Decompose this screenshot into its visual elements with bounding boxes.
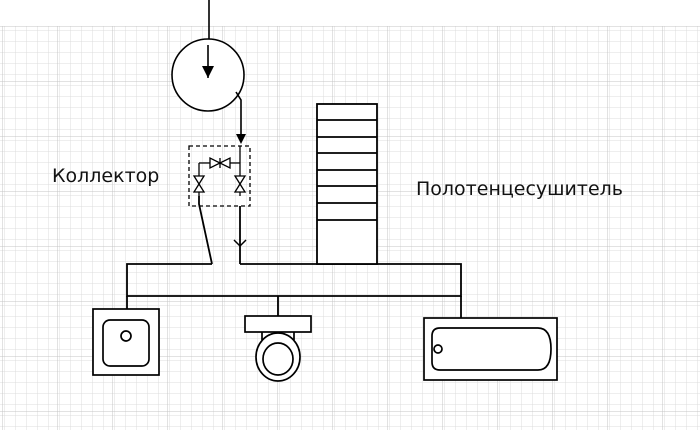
towel-dryer xyxy=(316,103,378,265)
distribution-pipe xyxy=(126,263,462,297)
fixture-branches xyxy=(126,296,462,318)
toilet-icon xyxy=(244,315,312,382)
collector-label: Коллектор xyxy=(52,165,159,187)
supply-pipe xyxy=(235,91,246,144)
sink-icon xyxy=(92,308,160,376)
collector-outlets xyxy=(198,196,247,265)
towel-dryer-label: Полотенцесушитель xyxy=(416,178,623,200)
bathtub-icon xyxy=(423,317,558,381)
water-meter xyxy=(171,0,245,112)
collector-box xyxy=(188,145,251,207)
